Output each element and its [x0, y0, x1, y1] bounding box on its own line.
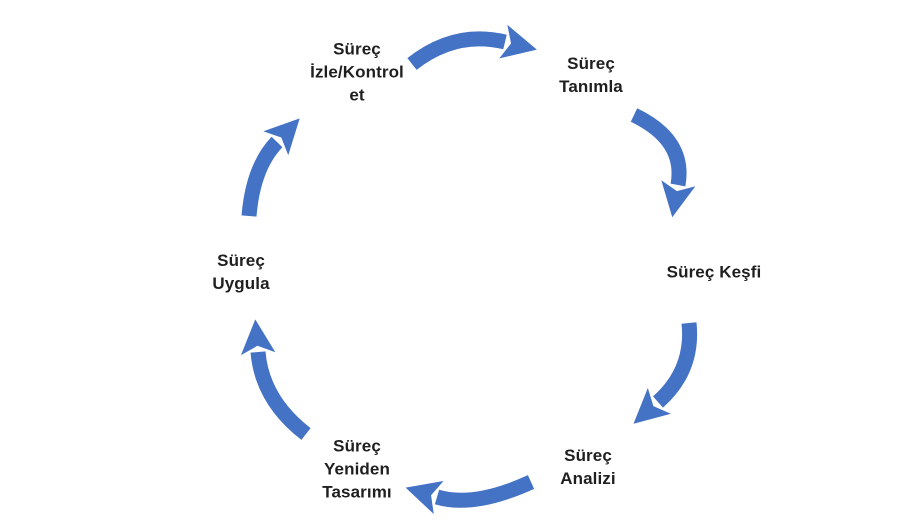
arrow-kesfi-to-analizi: [633, 322, 698, 424]
stage-label-surec-yeniden-tasarimi: Süreç Yeniden Tasarımı: [322, 436, 392, 502]
stage-label-surec-tanimla: Süreç Tanımla: [559, 54, 623, 96]
stage-label-surec-izle-kontrol-et: Süreç İzle/Kontrol et: [310, 39, 404, 105]
arrow-uygula-to-izle: [241, 118, 300, 217]
arrow-tanimla-to-kesfi: [630, 108, 696, 218]
stage-label-surec-kesfi: Süreç Keşfi: [666, 262, 762, 282]
arrow-yeniden-to-uygula: [240, 319, 311, 440]
arrow-analizi-to-yeniden: [405, 475, 535, 515]
stage-label-surec-uygula: Süreç Uygula: [212, 251, 270, 293]
arrow-izle-to-tanimla: [407, 24, 537, 70]
stage-label-surec-analizi: Süreç Analizi: [560, 446, 616, 488]
